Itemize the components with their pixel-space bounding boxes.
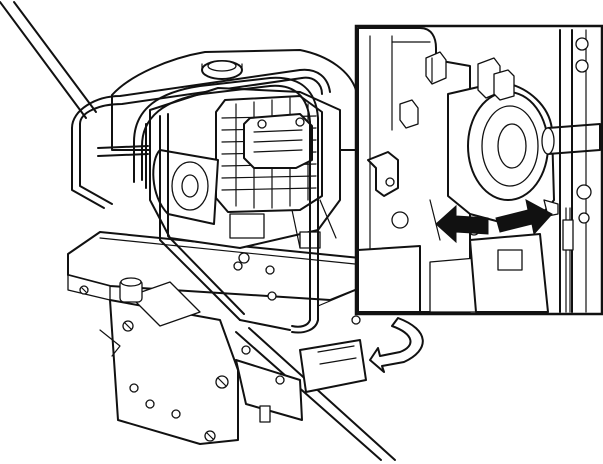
engine bbox=[149, 87, 341, 275]
rotation-arrow bbox=[369, 317, 424, 373]
inset-leader-line bbox=[317, 289, 357, 307]
protective-frame-front bbox=[133, 76, 319, 334]
callout-arrows bbox=[435, 199, 553, 244]
detail-inset bbox=[354, 24, 603, 316]
lower-castings bbox=[235, 339, 367, 423]
spring bbox=[429, 257, 477, 313]
callout-arrow-right bbox=[495, 199, 553, 236]
guide-handle bbox=[0, 1, 396, 461]
protective-frame-back bbox=[71, 68, 331, 209]
callout-arrow-left bbox=[435, 204, 489, 244]
front-guard bbox=[99, 277, 239, 445]
